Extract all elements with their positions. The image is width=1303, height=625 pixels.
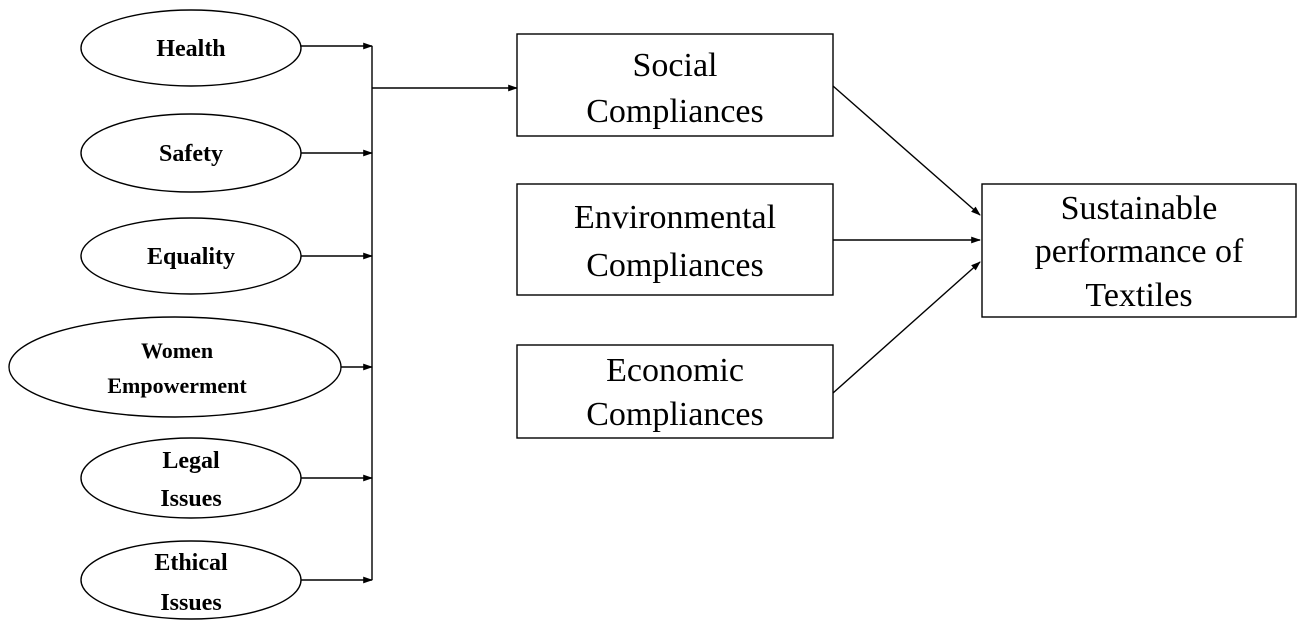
factor-equality: Equality <box>80 217 302 295</box>
factor-label-line2: Issues <box>160 590 221 616</box>
compliance-label-line1: Economic <box>606 352 744 389</box>
compliance-label-line2: Compliances <box>586 396 764 433</box>
factor-label-line1: Legal <box>162 448 220 474</box>
factor-label: Health <box>156 36 225 62</box>
compliance-label-line1: Environmental <box>574 199 776 236</box>
factor-label: Equality <box>147 244 235 270</box>
outcome-sustainable-performance: Sustainable performance of Textiles <box>981 183 1297 318</box>
factor-label-line1: Women <box>141 338 213 363</box>
factor-health: Health <box>80 9 302 87</box>
factor-label-line2: Issues <box>160 486 221 512</box>
factor-label-line2: Empowerment <box>107 373 247 398</box>
factor-safety: Safety <box>80 113 302 193</box>
compliance-label-line1: Social <box>633 47 718 84</box>
compliance-label-line2: Compliances <box>586 247 764 284</box>
factor-women-empowerment: Women Empowerment <box>8 316 342 418</box>
outcome-label-line2: performance of <box>1035 233 1244 270</box>
compliance-label-line2: Compliances <box>586 93 764 130</box>
factor-legal-issues: Legal Issues <box>80 437 302 519</box>
compliance-social: Social Compliances <box>516 33 834 137</box>
factor-label: Safety <box>159 141 223 167</box>
factor-ethical-issues: Ethical Issues <box>80 540 302 620</box>
outcome-label-line1: Sustainable <box>1061 190 1218 227</box>
compliance-environmental: Environmental Compliances <box>516 183 834 296</box>
factor-label-line1: Ethical <box>154 550 228 576</box>
outcome-label-line3: Textiles <box>1085 277 1192 314</box>
compliance-economic: Economic Compliances <box>516 344 834 439</box>
arrow-economic-to-outcome <box>832 261 981 394</box>
arrow-social-to-outcome <box>832 85 981 216</box>
